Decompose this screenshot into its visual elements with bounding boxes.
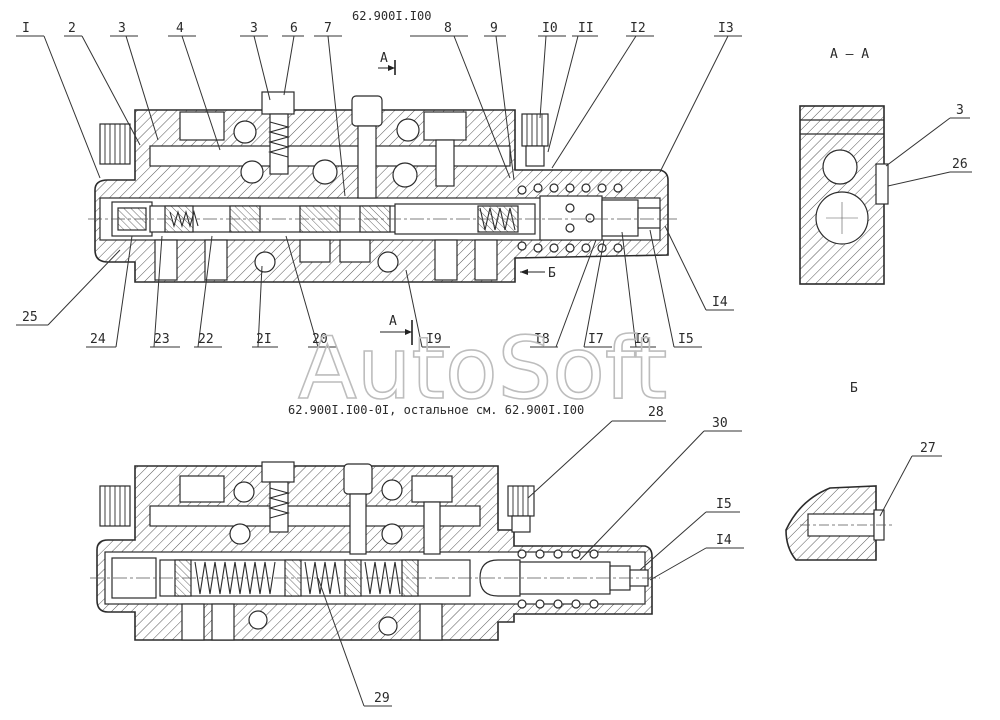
port: [396, 118, 420, 142]
callout-24: 24: [90, 332, 106, 347]
bottom-upper-passage: [149, 505, 481, 527]
callout-12: I2: [630, 21, 646, 36]
callout-14: I4: [712, 295, 728, 310]
spring-coils-top: [517, 183, 623, 253]
section-aa-callout-3: 3: [956, 103, 964, 118]
port: [233, 481, 255, 503]
bottom-check-cap: [261, 461, 295, 483]
callout-9: 9: [490, 21, 498, 36]
spring-29a: [194, 561, 276, 595]
section-aa-title: А – А: [830, 47, 869, 62]
callout-6: 6: [290, 21, 298, 36]
callout-16: I6: [634, 332, 650, 347]
watermark: AutoSoft: [298, 319, 667, 419]
callout-27: 27: [920, 441, 936, 456]
top-leaders: [16, 35, 742, 348]
callout-10: I0: [542, 21, 558, 36]
bottom-valve-section: 62.900I.I00-0I, остальное см. 62.900I.I0…: [90, 403, 744, 707]
section-a-a: А – А 3 26: [799, 47, 972, 285]
spring-29c: [364, 561, 401, 595]
port: [378, 616, 398, 636]
callout-15: I5: [678, 332, 694, 347]
chamber: [434, 239, 458, 281]
port: [392, 162, 418, 188]
section-aa-screw: [875, 163, 889, 205]
bottom-top-plug: [411, 475, 453, 503]
view-b: Б 27: [785, 381, 942, 561]
view-b-title: Б: [850, 381, 858, 396]
bottom-caption: 62.900I.I00-0I, остальное см. 62.900I.I0…: [288, 403, 584, 417]
spring-coils-bottom: [517, 549, 599, 609]
port: [381, 479, 403, 501]
callout-14b: I4: [716, 533, 732, 548]
chamber: [154, 239, 178, 281]
port: [312, 159, 338, 185]
chamber: [419, 603, 443, 641]
callout-11: II: [578, 21, 594, 36]
bottom-plunger-head: [343, 463, 373, 495]
callout-1: I: [22, 21, 30, 36]
callout-2: 2: [68, 21, 76, 36]
callout-3b: 3: [250, 21, 258, 36]
bottom-top-plug-left: [179, 475, 225, 503]
view-b-arrow-label: Б: [548, 266, 556, 281]
top-plug-left: [179, 111, 225, 141]
section-marker-a-bottom: А: [389, 314, 397, 329]
callout-23: 23: [154, 332, 170, 347]
callout-18: I8: [534, 332, 550, 347]
section-aa-callout-26: 26: [952, 157, 968, 172]
callout-8: 8: [444, 21, 452, 36]
chamber: [181, 603, 205, 641]
chamber: [299, 239, 331, 263]
chamber: [339, 239, 371, 263]
section-aa-body: [799, 105, 885, 285]
callout-7: 7: [324, 21, 332, 36]
callout-3: 3: [118, 21, 126, 36]
callout-19: I9: [426, 332, 442, 347]
plunger-head: [351, 95, 383, 127]
callout-28: 28: [648, 405, 664, 420]
port: [233, 120, 257, 144]
callout-4: 4: [176, 21, 184, 36]
bottom-adjust-screw: [507, 485, 535, 517]
port: [377, 251, 399, 273]
check-valve-cap: [261, 91, 295, 115]
callout-15b: I5: [716, 497, 732, 512]
bottom-leaders: [317, 420, 744, 707]
chamber: [211, 603, 235, 641]
top-caption: 62.900I.I00: [352, 9, 431, 23]
port: [229, 523, 251, 545]
port: [254, 251, 276, 273]
top-plug: [423, 111, 467, 141]
callout-22: 22: [198, 332, 214, 347]
section-aa-upper-bore: [822, 149, 858, 185]
chamber: [204, 239, 228, 281]
callout-17: I7: [588, 332, 604, 347]
callout-30: 30: [712, 416, 728, 431]
callout-13: I3: [718, 21, 734, 36]
callout-21: 2I: [256, 332, 272, 347]
top-valve-section: 62.900I.I00: [16, 9, 742, 348]
section-marker-a-top: А: [380, 51, 388, 66]
port: [248, 610, 268, 630]
callout-25: 25: [22, 310, 38, 325]
callout-29: 29: [374, 691, 390, 706]
callout-20: 20: [312, 332, 328, 347]
port: [240, 160, 264, 184]
port: [381, 523, 403, 545]
chamber: [474, 239, 498, 281]
adjust-screw: [521, 113, 549, 147]
